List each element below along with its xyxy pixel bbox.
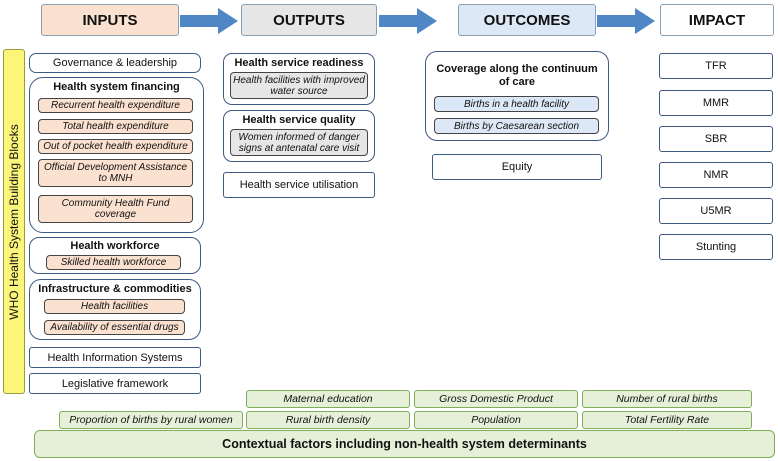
quality-item: Women informed of danger signs at antena…: [230, 129, 368, 156]
readiness-item: Health facilities with improved water so…: [230, 72, 368, 99]
context-factor: Rural birth density: [246, 411, 410, 429]
readiness-title: Health service readiness: [234, 57, 364, 69]
workforce-group: Health workforce Skilled health workforc…: [29, 237, 201, 274]
governance-box: Governance & leadership: [29, 53, 201, 73]
workforce-item: Skilled health workforce: [46, 255, 181, 270]
financing-item: Official Development Assistance to MNH: [38, 159, 193, 187]
arrow-right-icon: [180, 8, 238, 34]
financing-title: Health system financing: [53, 81, 180, 93]
context-factor: Total Fertility Rate: [582, 411, 752, 429]
infrastructure-item: Availability of essential drugs: [44, 320, 185, 335]
inputs-header: INPUTS: [41, 4, 179, 36]
financing-item: Total health expenditure: [38, 119, 193, 134]
infrastructure-item: Health facilities: [44, 299, 185, 314]
legislative-box: Legislative framework: [29, 373, 201, 394]
context-factor: Gross Domestic Product: [414, 390, 578, 408]
equity-box: Equity: [432, 154, 602, 180]
coverage-title: Coverage along the continuum of care: [436, 63, 598, 88]
impact-stunting: Stunting: [659, 234, 773, 260]
impact-u5mr: U5MR: [659, 198, 773, 224]
context-factor: Maternal education: [246, 390, 410, 408]
impact-sbr: SBR: [659, 126, 773, 152]
context-factor: Population: [414, 411, 578, 429]
coverage-group: Coverage along the continuum of care Bir…: [425, 51, 609, 141]
context-factor: Number of rural births: [582, 390, 752, 408]
financing-item: Recurrent health expenditure: [38, 98, 193, 113]
his-box: Health Information Systems: [29, 347, 201, 368]
outputs-header: OUTPUTS: [241, 4, 377, 36]
building-blocks-bar: WHO Health System Building Blocks: [3, 49, 25, 394]
impact-header: IMPACT: [660, 4, 774, 36]
utilisation-box: Health service utilisation: [223, 172, 375, 198]
readiness-group: Health service readiness Health faciliti…: [223, 53, 375, 105]
coverage-item: Births in a health facility: [434, 96, 599, 112]
financing-item: Community Health Fund coverage: [38, 195, 193, 223]
coverage-item: Births by Caesarean section: [434, 118, 599, 134]
financing-group: Health system financing Recurrent health…: [29, 77, 204, 233]
outcomes-header: OUTCOMES: [458, 4, 596, 36]
context-factor: Proportion of births by rural women: [59, 411, 243, 429]
impact-mmr: MMR: [659, 90, 773, 116]
financing-item: Out of pocket health expenditure: [38, 139, 193, 154]
quality-title: Health service quality: [242, 114, 356, 126]
infrastructure-group: Infrastructure & commodities Health faci…: [29, 279, 201, 340]
infrastructure-title: Infrastructure & commodities: [38, 283, 192, 295]
arrow-right-icon: [597, 8, 655, 34]
contextual-banner: Contextual factors including non-health …: [34, 430, 775, 458]
workforce-title: Health workforce: [70, 240, 160, 252]
impact-tfr: TFR: [659, 53, 773, 79]
arrow-right-icon: [379, 8, 437, 34]
impact-nmr: NMR: [659, 162, 773, 188]
quality-group: Health service quality Women informed of…: [223, 110, 375, 162]
building-blocks-label: WHO Health System Building Blocks: [7, 123, 21, 320]
